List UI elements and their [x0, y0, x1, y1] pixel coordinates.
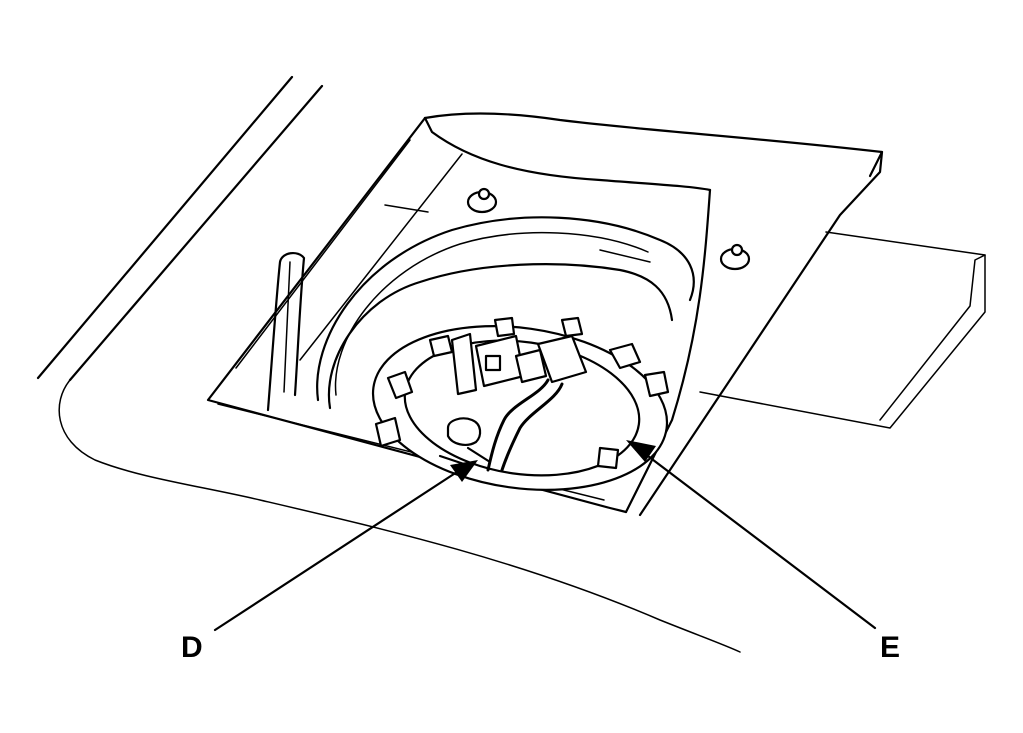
- flange-bolt-left: [466, 187, 498, 214]
- pump-connector: [450, 332, 588, 396]
- leader-arrow-d: [213, 460, 478, 632]
- flange-bolt-right: [719, 243, 751, 271]
- tank-opening-rings: [316, 216, 695, 410]
- leader-arrow-e: [626, 440, 877, 630]
- floor-panel-outline: [36, 75, 741, 653]
- fuel-pump-cap: [371, 316, 670, 491]
- fuel-return-hose: [266, 252, 306, 412]
- carpet-flap: [423, 112, 986, 517]
- callout-label-e: E: [880, 631, 900, 664]
- fuel-feed-line: [438, 378, 564, 472]
- callout-label-d: D: [181, 631, 203, 664]
